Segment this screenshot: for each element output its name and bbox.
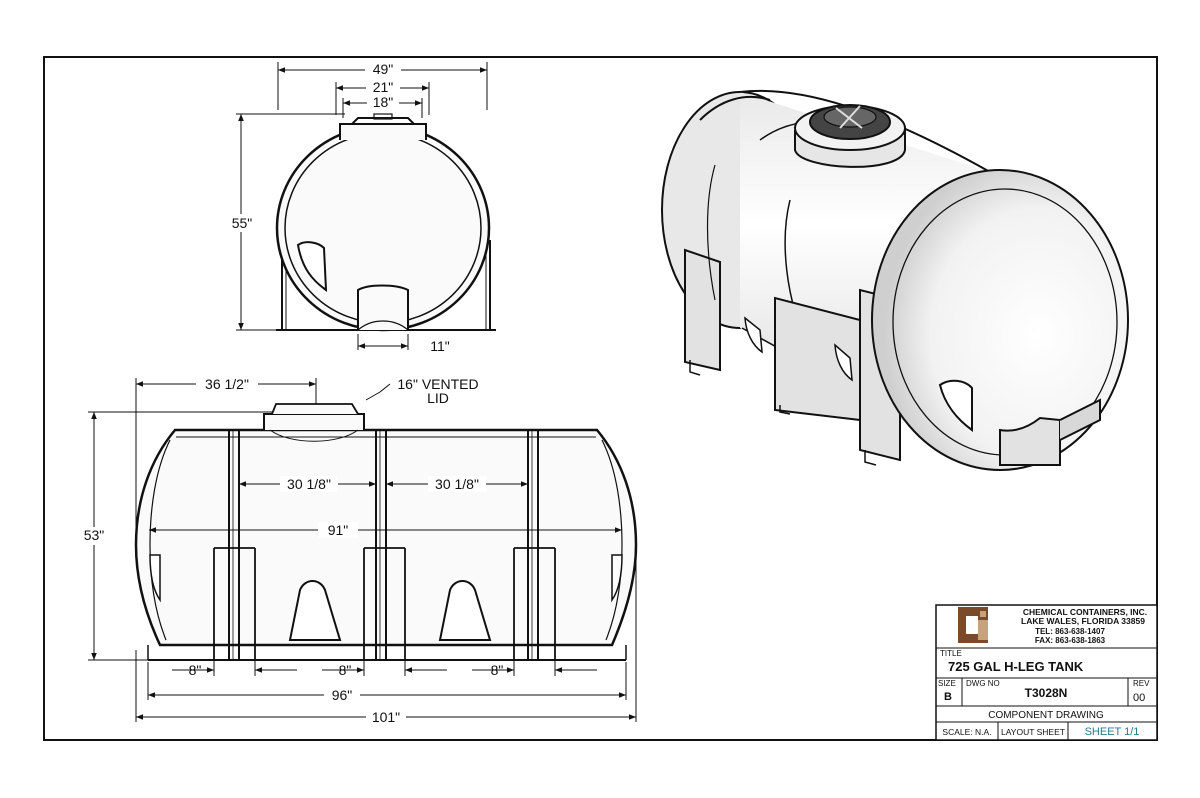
dim-overall-width: 49" — [373, 61, 394, 77]
lid-callout-line1: 16" VENTED — [397, 376, 478, 392]
company-logo — [958, 607, 988, 643]
size-label: SIZE — [938, 679, 956, 688]
rev-label: REV — [1133, 679, 1150, 688]
drawing-type: COMPONENT DRAWING — [988, 710, 1104, 721]
dim-leg-gap: 11" — [430, 338, 450, 354]
dim-lid-outer: 21" — [373, 79, 394, 95]
company-fax: FAX: 863-638-1863 — [1035, 636, 1106, 645]
title-label: TITLE — [940, 649, 962, 658]
dwg-no-value: T3028N — [1025, 686, 1068, 700]
dim-lid-offset: 36 1/2" — [205, 376, 249, 392]
dim-overall-length: 101" — [372, 709, 400, 725]
dwg-no-label: DWG NO — [966, 679, 1000, 688]
drawing-border — [43, 56, 1158, 741]
dim-band-spacing-right: 30 1/8" — [435, 476, 479, 492]
front-dimensions: 49" 21" 18" 55" 11" — [228, 61, 488, 354]
company-tel: TEL: 863-638-1407 — [1035, 627, 1105, 636]
sheet-number: SHEET 1/1 — [1085, 726, 1140, 738]
dim-front-height: 55" — [232, 215, 253, 231]
dim-band-spacing-left: 30 1/8" — [287, 476, 331, 492]
lid-callout-line2: LID — [427, 390, 449, 406]
size-value: B — [944, 691, 952, 703]
company-name: CHEMICAL CONTAINERS, INC. — [1023, 607, 1147, 617]
title-block: CHEMICAL CONTAINERS, INC. LAKE WALES, FL… — [935, 604, 1158, 741]
dim-leg-width-right: 8" — [491, 662, 504, 678]
dim-side-height: 53" — [84, 527, 105, 543]
dim-leg-width-mid: 8" — [339, 662, 352, 678]
iso-end-cap — [871, 169, 1129, 471]
dim-lid-inner: 18" — [373, 94, 394, 110]
dim-leg-width-left: 8" — [189, 662, 202, 678]
drawing-title: 725 GAL H-LEG TANK — [948, 659, 1084, 674]
front-view — [275, 113, 496, 332]
dim-leg-span: 96" — [332, 687, 353, 703]
rev-value: 00 — [1133, 692, 1145, 704]
dim-band-span: 91" — [328, 522, 349, 538]
front-lid — [339, 123, 427, 140]
company-address: LAKE WALES, FLORIDA 33859 — [1021, 616, 1145, 626]
layout-text: LAYOUT SHEET — [1001, 727, 1065, 737]
side-dimensions: 36 1/2" 16" VENTED LID 53" 30 1/8" 30 1/… — [80, 376, 637, 725]
side-lid — [263, 413, 365, 430]
isometric-view — [661, 89, 1129, 471]
scale-text: SCALE: N.A. — [942, 727, 991, 737]
side-view — [134, 403, 638, 661]
